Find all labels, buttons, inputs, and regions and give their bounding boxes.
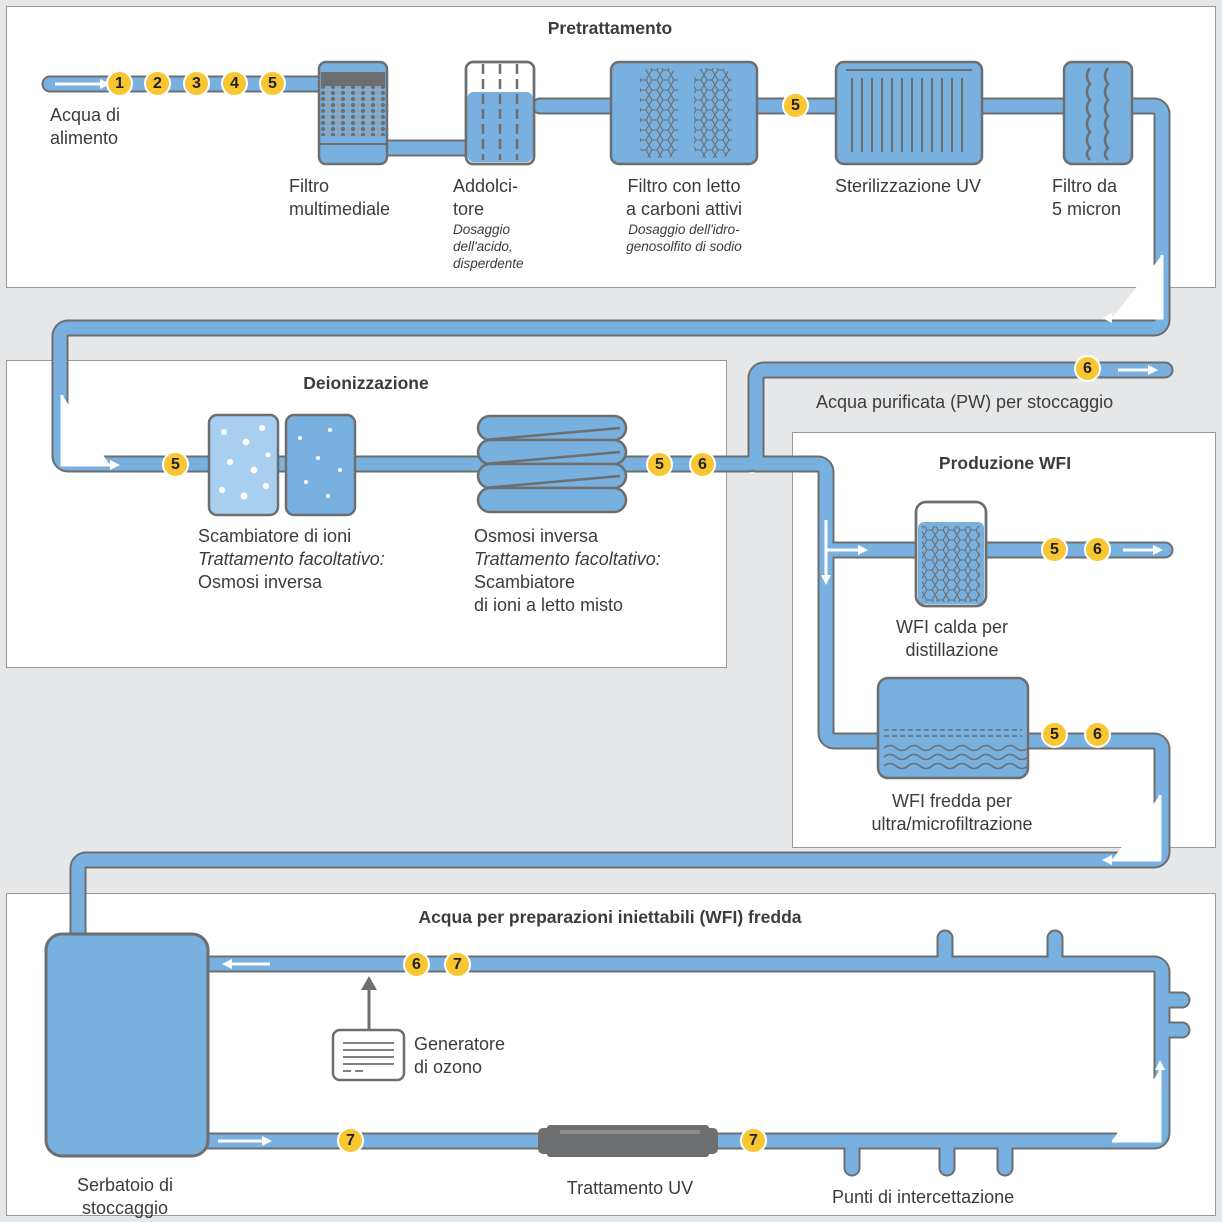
ultrafiltration-icon: [876, 676, 1030, 780]
badge-after-ro-6: 6: [689, 451, 716, 478]
storage-tank-icon: [44, 932, 210, 1158]
micron-filter-icon: [1062, 60, 1134, 166]
badge-before-ion: 5: [162, 451, 189, 478]
badge-feed-5: 5: [259, 70, 286, 97]
panel-deionization: [6, 360, 727, 668]
badge-cold-wfi-6: 6: [1084, 721, 1111, 748]
label-tap-points: Punti di intercettazione: [832, 1187, 1015, 1207]
badge-after-carbon: 5: [782, 92, 809, 119]
softener-icon: [464, 60, 536, 166]
carbon-filter-icon: [609, 60, 759, 166]
uv-treatment-icon: [538, 1125, 718, 1157]
ion-exchanger-icon: [207, 413, 357, 517]
badge-return-7: 7: [444, 951, 471, 978]
title-wfi-production: Produzione WFI: [938, 453, 1072, 473]
label-ion-exchanger: Scambiatore di ioni Trattamento facoltat…: [198, 526, 385, 592]
badge-after-ro-5: 5: [646, 451, 673, 478]
label-reverse-osmosis: Osmosi inversa Trattamento facoltativo: …: [474, 526, 661, 615]
label-uv-treatment: Trattamento UV: [566, 1178, 694, 1198]
badge-feed-4: 4: [221, 70, 248, 97]
badge-return-6: 6: [403, 951, 430, 978]
title-deionization: Deionizzazione: [303, 373, 429, 393]
badge-feed-2: 2: [144, 70, 171, 97]
badge-loop-after-uv: 7: [740, 1127, 767, 1154]
badge-pw-out: 6: [1074, 355, 1101, 382]
badge-feed-3: 3: [183, 70, 210, 97]
distillation-icon: [914, 500, 988, 608]
label-softener: Addolci-tore Dosaggio dell'acido, disper…: [453, 176, 524, 271]
title-cold-wfi: Acqua per preparazioni iniettabili (WFI)…: [418, 907, 802, 927]
panel-wfi-production: [792, 432, 1216, 848]
label-uv-sterilization: Sterilizzazione UV: [834, 176, 982, 196]
multimedia-filter-icon: [317, 60, 389, 166]
badge-cold-wfi-5: 5: [1041, 721, 1068, 748]
uv-sterilizer-icon: [834, 60, 984, 166]
ozone-generator-icon: [331, 976, 406, 1082]
title-pretreatment: Pretrattamento: [547, 18, 673, 38]
flow-arrows: [55, 79, 1165, 1146]
reverse-osmosis-icon: [476, 414, 628, 514]
badge-hot-wfi-5: 5: [1041, 536, 1068, 563]
badge-feed-1: 1: [106, 70, 133, 97]
badge-loop-before-uv: 7: [337, 1127, 364, 1154]
badge-hot-wfi-6: 6: [1084, 536, 1111, 563]
label-purified-water: Acqua purificata (PW) per stoccaggio: [816, 392, 1114, 412]
